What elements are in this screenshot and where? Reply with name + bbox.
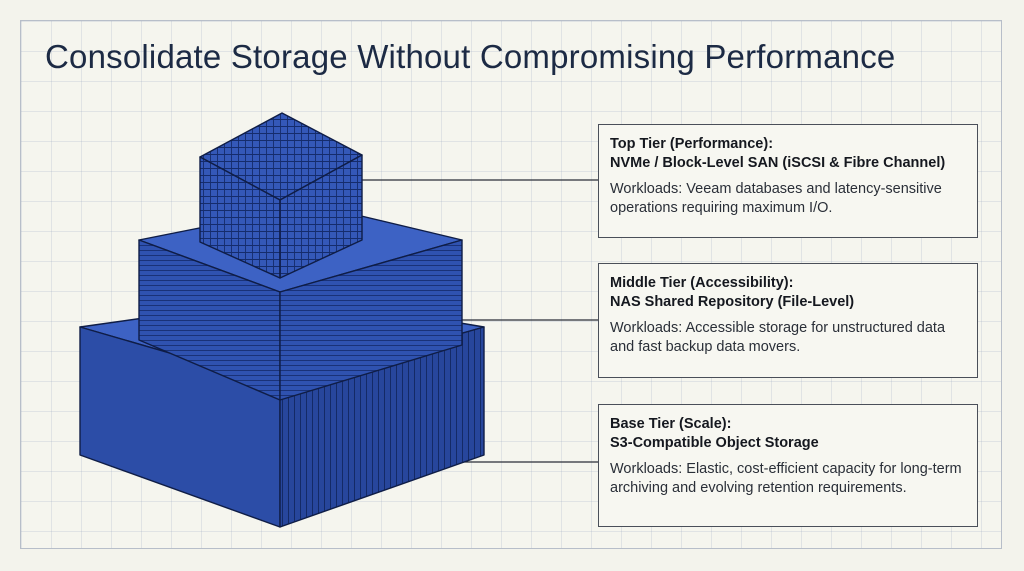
top-tier-block (199, 112, 363, 279)
callout-base-tier-subheading: S3-Compatible Object Storage (610, 435, 819, 451)
callout-middle-tier-subheading: NAS Shared Repository (File-Level) (610, 294, 855, 310)
callout-top-tier-heading: Top Tier (Performance): (610, 136, 774, 152)
callout-middle-tier-heading: Middle Tier (Accessibility): (610, 275, 794, 291)
middle-tier-right-face (279, 239, 463, 401)
callout-base-tier: Base Tier (Scale): S3-Compatible Object … (598, 404, 978, 527)
callout-base-tier-heading: Base Tier (Scale): (610, 416, 732, 432)
callout-top-tier-description: Workloads: Veeam databases and latency-s… (610, 181, 942, 216)
callout-top-tier: Top Tier (Performance): NVMe / Block-Lev… (598, 124, 978, 238)
top-tier-right-face (279, 154, 363, 279)
callout-base-tier-description: Workloads: Elastic, cost-efficient capac… (610, 461, 962, 496)
callout-middle-tier-description: Workloads: Accessible storage for unstru… (610, 320, 946, 355)
callout-top-tier-subheading: NVMe / Block-Level SAN (iSCSI & Fibre Ch… (610, 155, 946, 171)
page-title: Consolidate Storage Without Compromising… (45, 38, 896, 75)
callout-middle-tier: Middle Tier (Accessibility): NAS Shared … (598, 263, 978, 378)
